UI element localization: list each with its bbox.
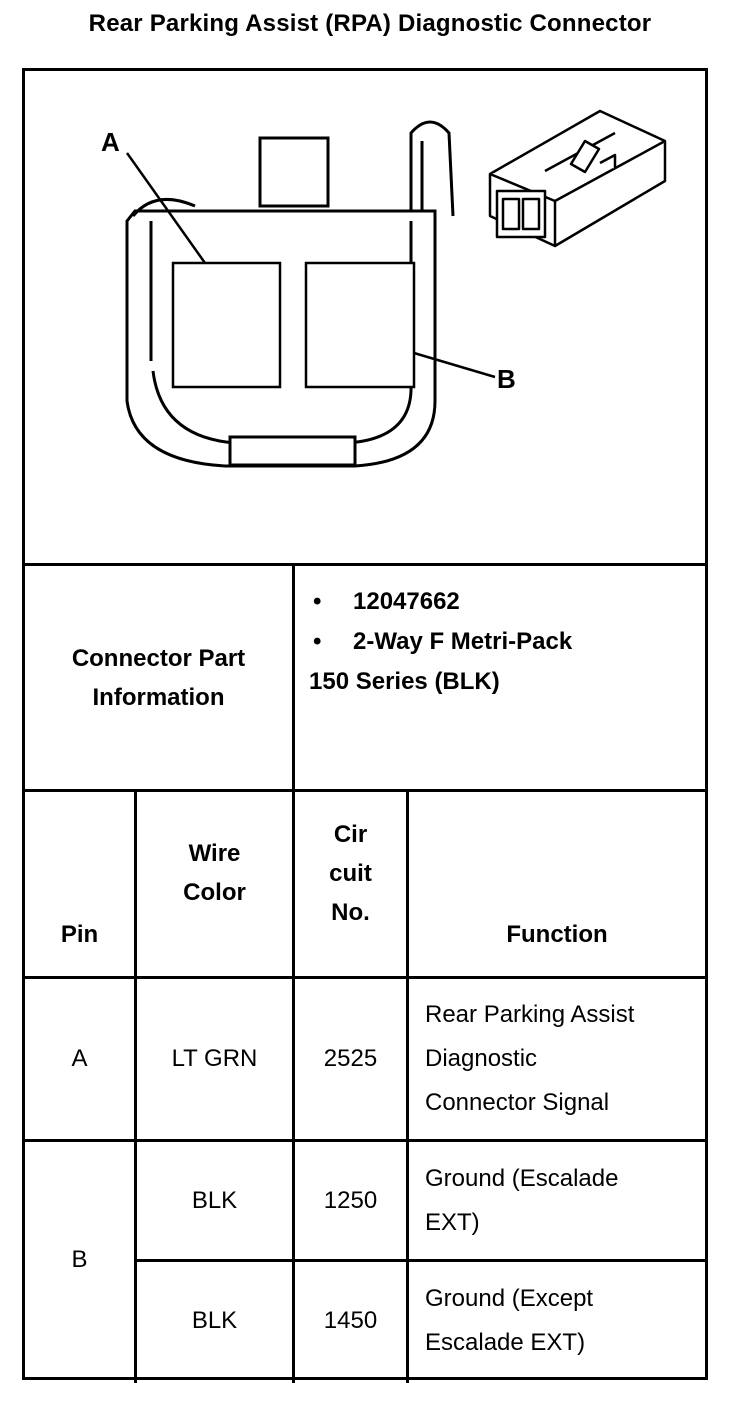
- divider: [134, 1259, 705, 1262]
- divider: [134, 789, 137, 1383]
- label-a: A: [101, 127, 120, 157]
- part-info-continuation: 150 Series (BLK): [309, 668, 500, 695]
- header-function: Function: [506, 921, 608, 948]
- connector-diagram: A B: [101, 109, 667, 468]
- header-wire-color: Wire Color: [183, 840, 246, 906]
- header-pin: Pin: [60, 921, 99, 948]
- row-b-pin: B: [71, 1245, 88, 1273]
- part-info-label: Connector Part Information: [25, 566, 292, 789]
- divider: [292, 563, 295, 1383]
- row-b2-wire-color: BLK: [191, 1307, 238, 1334]
- part-info-bullet: •2-Way F Metri-Pack: [313, 628, 573, 655]
- divider: [25, 1139, 705, 1142]
- row-b1-function: Ground (Escalade EXT): [425, 1164, 619, 1236]
- divider: [25, 976, 705, 979]
- page-title: Rear Parking Assist (RPA) Diagnostic Con…: [88, 10, 652, 37]
- divider: [406, 789, 409, 1383]
- part-info-label-line1: Connector Part: [71, 644, 246, 672]
- connector-table-frame: A B Connector Part Information •12047662…: [22, 68, 708, 1383]
- divider: [25, 563, 705, 566]
- row-b1-circuit: 1250: [323, 1186, 378, 1214]
- row-a-wire-color: LT GRN: [171, 1045, 258, 1072]
- connector-3d-view: [488, 109, 667, 248]
- leader-line-a: [125, 152, 207, 264]
- label-b: B: [497, 364, 516, 394]
- cavity-b: [304, 261, 416, 389]
- cavity-a: [171, 261, 282, 389]
- leader-line-b: [413, 351, 496, 379]
- row-a-function: Rear Parking Assist Diagnostic Connector…: [425, 1001, 635, 1116]
- header-circuit-no: Cir cuit No.: [329, 820, 372, 926]
- row-b1-wire-color: BLK: [191, 1186, 238, 1214]
- part-info-label-line2: Information: [92, 683, 225, 711]
- row-b2-circuit: 1450: [323, 1307, 378, 1334]
- row-a-circuit: 2525: [323, 1045, 378, 1072]
- row-a-pin: A: [71, 1045, 88, 1072]
- divider: [25, 789, 705, 792]
- part-info-details: •12047662 •2-Way F Metri-Pack 150 Series…: [295, 566, 705, 789]
- row-b2-function: Ground (Except Escalade EXT): [425, 1285, 594, 1356]
- part-info-bullet: •12047662: [313, 588, 460, 615]
